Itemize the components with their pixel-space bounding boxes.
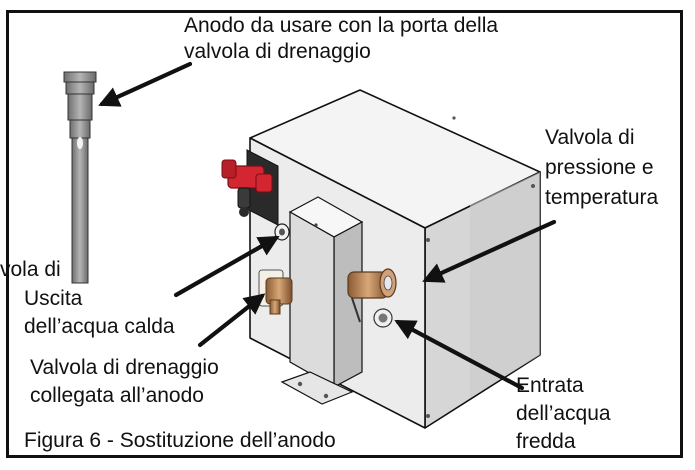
pt-valve-label-line1: Valvola di [545,126,635,149]
drain-valve-label-line2: collegata all’anodo [30,384,204,407]
pt-brass-fitting [347,268,397,323]
cold-water-inlet-fitting [373,308,393,328]
hot-water-label-line1: Uscita [24,287,83,310]
cold-water-label-line2: dell’acqua [516,402,611,425]
anode-rod [63,71,97,284]
leader-arrows [98,61,557,391]
cut-off-label: vola di [0,258,61,281]
arrow-pt-valve [422,219,557,283]
figure-caption: Figura 6 - Sostituzione dell’anodo [24,429,336,452]
mounting-bracket [280,371,354,405]
pt-valve-label-line3: temperatura [545,186,659,209]
figure-frame [6,10,683,458]
cold-water-label-line3: fredda [516,430,576,453]
front-panel-cover [288,196,364,389]
cold-water-label-line1: Entrata [516,374,584,397]
arrow-cold-water-inlet [394,319,525,391]
anode-label-line2: valvola di drenaggio [184,40,371,63]
drain-valve-label-line1: Valvola di drenaggio [30,356,219,379]
pt-valve-label-line2: pressione e [545,156,654,179]
hot-water-label-line2: dell’acqua calda [24,315,175,338]
arrow-anode [98,61,193,107]
pt-valve-assembly [221,149,279,226]
anode-label-line1: Anodo da usare con la porta della [184,14,499,37]
arrow-hot-water-outlet [173,235,280,298]
arrow-drain-valve [197,293,266,348]
